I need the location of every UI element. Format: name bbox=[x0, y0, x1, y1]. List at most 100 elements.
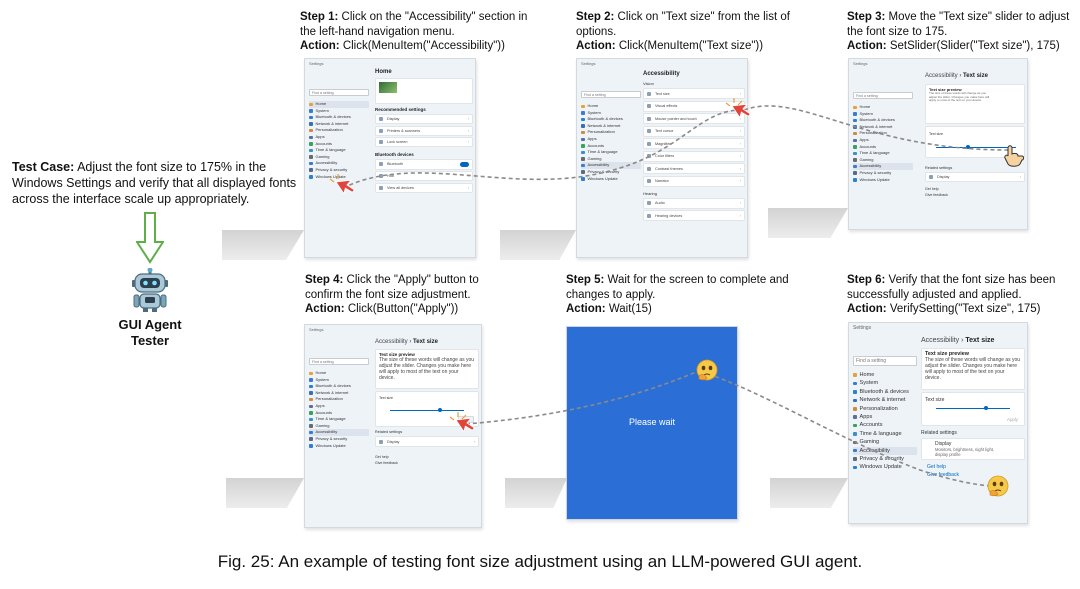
nav-item-update[interactable]: Windows Update bbox=[309, 443, 369, 450]
nav-item-time[interactable]: Time & language bbox=[309, 147, 369, 154]
nav-item-network[interactable]: Network & internet bbox=[581, 123, 641, 130]
nav-item-bluetooth[interactable]: Bluetooth & devices bbox=[853, 117, 913, 124]
nav-item-time[interactable]: Time & language bbox=[853, 430, 917, 438]
nav-item-privacy[interactable]: Privacy & security bbox=[853, 455, 917, 463]
nav-item-network[interactable]: Network & internet bbox=[309, 121, 369, 128]
nav-item-gaming[interactable]: Gaming bbox=[853, 438, 917, 446]
accessibility-item[interactable]: Mouse pointer and touch› bbox=[643, 113, 745, 124]
nav-item-gaming[interactable]: Gaming bbox=[309, 154, 369, 161]
accessibility-item[interactable]: Audio› bbox=[643, 197, 745, 209]
nav-item-home[interactable]: Home bbox=[581, 103, 641, 110]
nav-item-network[interactable]: Network & internet bbox=[309, 390, 369, 397]
nav-item-network[interactable]: Network & internet bbox=[853, 396, 917, 404]
accessibility-item[interactable]: Hearing devices› bbox=[643, 210, 745, 221]
search-input[interactable]: Find a setting bbox=[581, 91, 641, 98]
get-help-link[interactable]: Get help bbox=[375, 455, 389, 459]
get-help-link[interactable]: Get help bbox=[927, 464, 946, 470]
nav-item-accounts[interactable]: Accounts bbox=[309, 141, 369, 148]
nav-item-time[interactable]: Time & language bbox=[853, 150, 913, 157]
nav-item-privacy[interactable]: Privacy & security bbox=[581, 169, 641, 176]
nav-item-apps[interactable]: Apps bbox=[581, 136, 641, 143]
home-card[interactable]: Display› bbox=[375, 114, 473, 124]
display-link[interactable]: Display› bbox=[375, 436, 479, 447]
give-feedback-link[interactable]: Give feedback bbox=[925, 193, 948, 197]
nav-item-home[interactable]: Home bbox=[309, 101, 369, 108]
nav-item-update[interactable]: Windows Update bbox=[853, 177, 913, 184]
nav-item-gaming[interactable]: Gaming bbox=[309, 423, 369, 430]
nav-item-bluetooth[interactable]: Bluetooth & devices bbox=[309, 114, 369, 121]
accessibility-item[interactable]: Contrast themes› bbox=[643, 163, 745, 174]
nav-item-accessibility[interactable]: Accessibility bbox=[581, 162, 641, 169]
accessibility-item[interactable]: Visual effects› bbox=[643, 100, 745, 112]
nav-item-network[interactable]: Network & internet bbox=[853, 124, 913, 131]
accessibility-item[interactable]: Magnifier› bbox=[643, 138, 745, 149]
accessibility-item[interactable]: Color filters› bbox=[643, 150, 745, 162]
nav-item-personalization[interactable]: Personalization bbox=[853, 405, 917, 413]
home-card[interactable]: Printers & scanners› bbox=[375, 125, 473, 136]
display-link[interactable]: Display Monitors, brightness, night ligh… bbox=[921, 438, 1025, 460]
nav-item-update[interactable]: Windows Update bbox=[309, 174, 369, 181]
accessibility-item[interactable]: Text cursor› bbox=[643, 125, 745, 137]
search-input[interactable]: Find a setting bbox=[853, 356, 917, 366]
give-feedback-link[interactable]: Give feedback bbox=[375, 461, 398, 465]
nav-item-privacy[interactable]: Privacy & security bbox=[309, 436, 369, 443]
nav-item-apps[interactable]: Apps bbox=[309, 403, 369, 410]
nav-item-system[interactable]: System bbox=[853, 379, 917, 387]
text-size-slider[interactable] bbox=[390, 410, 464, 411]
slider-thumb[interactable] bbox=[984, 406, 988, 410]
bt-card[interactable]: Bluetooth bbox=[375, 159, 473, 170]
slider-thumb[interactable] bbox=[966, 145, 970, 149]
apply-button[interactable]: Apply bbox=[457, 416, 474, 423]
text-size-slider[interactable] bbox=[936, 408, 1010, 409]
nav-item-accessibility[interactable]: Accessibility bbox=[853, 446, 917, 455]
nav-item-apps[interactable]: Apps bbox=[309, 134, 369, 141]
nav-item-apps[interactable]: Apps bbox=[853, 137, 913, 144]
nav-item-accounts[interactable]: Accounts bbox=[853, 421, 917, 429]
nav-item-time[interactable]: Time & language bbox=[309, 416, 369, 423]
nav-item-personalization[interactable]: Personalization bbox=[853, 130, 913, 137]
nav-item-apps[interactable]: Apps bbox=[853, 413, 917, 421]
nav-item-system[interactable]: System bbox=[581, 110, 641, 117]
nav-item-home[interactable]: Home bbox=[853, 104, 913, 111]
bt-card[interactable]: Hub› bbox=[375, 171, 473, 181]
search-input[interactable]: Find a setting bbox=[309, 358, 369, 365]
nav-item-accessibility[interactable]: Accessibility bbox=[853, 163, 913, 170]
bt-card[interactable]: View all devices› bbox=[375, 182, 473, 193]
nav-item-system[interactable]: System bbox=[853, 111, 913, 118]
nav-item-bluetooth[interactable]: Bluetooth & devices bbox=[853, 388, 917, 396]
home-card[interactable]: Lock screen› bbox=[375, 137, 473, 147]
nav-item-system[interactable]: System bbox=[309, 108, 369, 115]
get-help-link[interactable]: Get help bbox=[925, 187, 939, 191]
search-input[interactable]: Find a setting bbox=[853, 92, 913, 99]
nav-item-gaming[interactable]: Gaming bbox=[581, 156, 641, 163]
nav-item-accessibility[interactable]: Accessibility bbox=[309, 160, 369, 167]
nav-item-privacy[interactable]: Privacy & security bbox=[853, 170, 913, 177]
nav-item-personalization[interactable]: Personalization bbox=[309, 127, 369, 134]
search-input[interactable]: Find a setting bbox=[309, 89, 369, 96]
nav-item-update[interactable]: Windows Update bbox=[853, 463, 917, 471]
nav-item-home[interactable]: Home bbox=[853, 371, 917, 379]
nav-item-update[interactable]: Windows Update bbox=[581, 176, 641, 183]
apply-button[interactable]: Apply bbox=[1007, 417, 1018, 422]
nav-item-home[interactable]: Home bbox=[309, 370, 369, 377]
text-size-slider[interactable] bbox=[936, 147, 1016, 148]
nav-item-accessibility[interactable]: Accessibility bbox=[309, 429, 369, 436]
nav-item-personalization[interactable]: Personalization bbox=[309, 396, 369, 403]
nav-item-privacy[interactable]: Privacy & security bbox=[309, 167, 369, 174]
accessibility-item[interactable]: Narrator› bbox=[643, 175, 745, 187]
nav-item-gaming[interactable]: Gaming bbox=[853, 157, 913, 164]
nav-item-bluetooth[interactable]: Bluetooth & devices bbox=[581, 116, 641, 123]
nav-item-personalization[interactable]: Personalization bbox=[581, 129, 641, 136]
nav-item-time[interactable]: Time & language bbox=[581, 149, 641, 156]
nav-item-system[interactable]: System bbox=[309, 377, 369, 384]
nav-item-accounts[interactable]: Accounts bbox=[309, 410, 369, 417]
nav-item-accounts[interactable]: Accounts bbox=[581, 143, 641, 150]
accessibility-item-text-size[interactable]: Text size› bbox=[643, 88, 745, 99]
give-feedback-link[interactable]: Give feedback bbox=[927, 472, 959, 478]
display-link[interactable]: Display› bbox=[925, 172, 1025, 182]
bluetooth-toggle[interactable] bbox=[460, 162, 469, 167]
nav-item-bluetooth[interactable]: Bluetooth & devices bbox=[309, 383, 369, 390]
slider-thumb[interactable] bbox=[438, 408, 442, 412]
settings-nav: Find a setting Home System Bluetooth & d… bbox=[309, 358, 369, 449]
nav-item-accounts[interactable]: Accounts bbox=[853, 144, 913, 151]
